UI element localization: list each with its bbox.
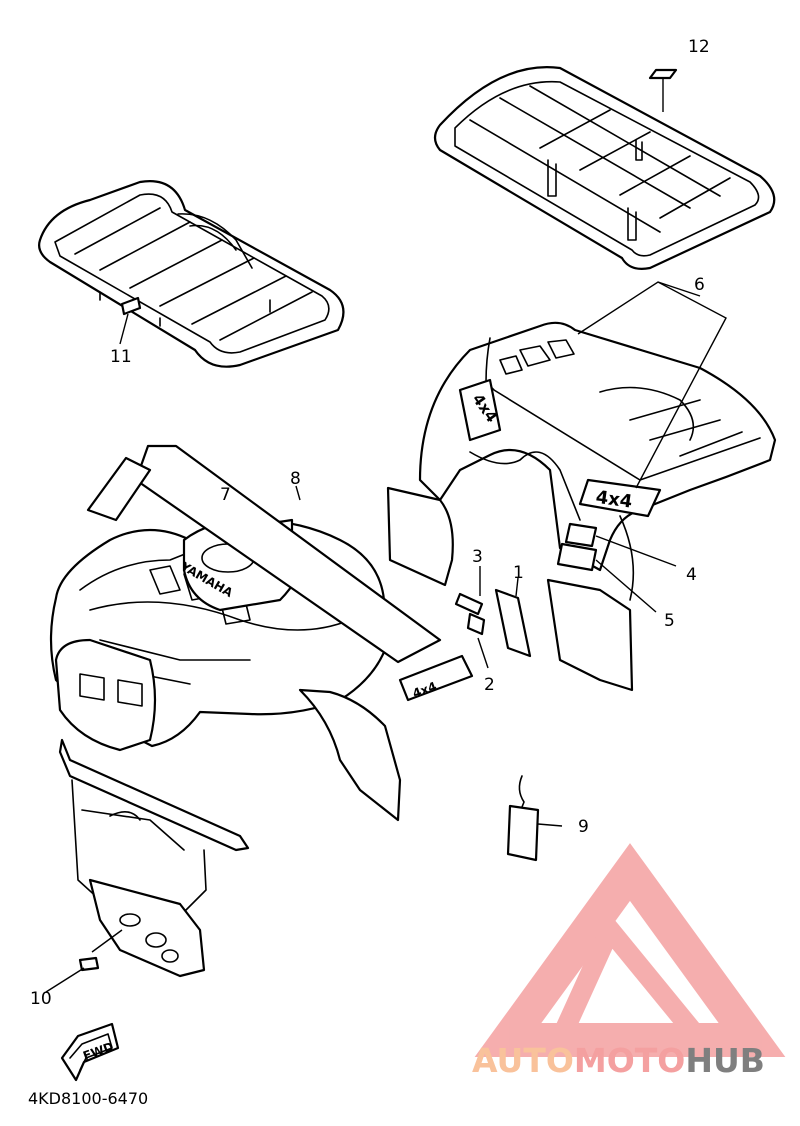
callout-7: 7 <box>220 485 231 505</box>
front-carrier <box>38 180 345 368</box>
callout-1: 1 <box>513 563 524 583</box>
watermark-moto: MOTO <box>574 1041 685 1080</box>
decal-4 <box>564 522 598 548</box>
decal-10 <box>78 956 100 972</box>
watermark-hub: HUB <box>685 1041 765 1080</box>
watermark-logo <box>474 843 786 1057</box>
rear-fender: 4x4 4x4 <box>386 281 777 692</box>
callout-10: 10 <box>30 989 52 1009</box>
fwd-arrow: FWD <box>60 1022 120 1082</box>
callout-8: 8 <box>290 469 301 489</box>
decal-2 <box>466 612 486 636</box>
front-fender-flap <box>86 456 152 522</box>
callout-6: 6 <box>694 275 705 295</box>
decal-12 <box>648 68 678 80</box>
leader-lines <box>45 535 677 993</box>
front-bumper <box>58 738 250 978</box>
tag-9 <box>506 804 540 862</box>
tag-part <box>506 775 563 862</box>
diagram-code: 4KD8100-6470 <box>28 1089 148 1108</box>
decal-4x4-rear-text: 4x4 <box>594 487 633 513</box>
small-decals <box>454 588 532 658</box>
callout-3: 3 <box>472 547 483 567</box>
callout-11: 11 <box>110 347 132 367</box>
callout-numbers: 1 2 3 4 5 6 7 8 9 10 11 12 <box>30 37 710 1009</box>
decal-4x4-front <box>398 654 474 702</box>
callout-12: 12 <box>688 37 710 57</box>
front-fender: YAMAHA 4x4 <box>49 444 474 822</box>
decal-11 <box>120 296 142 316</box>
decal-1 <box>494 588 532 658</box>
decal-4x4-side <box>458 378 502 442</box>
callout-5: 5 <box>664 611 675 631</box>
callout-4: 4 <box>686 565 697 585</box>
decal-5 <box>556 542 598 572</box>
watermark-text: AUTOMOTOHUB <box>472 1041 765 1080</box>
callout-9: 9 <box>578 817 589 837</box>
decal-3 <box>454 592 484 616</box>
callout-2: 2 <box>484 675 495 695</box>
watermark-auto: AUTO <box>472 1041 574 1080</box>
rear-carrier <box>433 66 776 270</box>
